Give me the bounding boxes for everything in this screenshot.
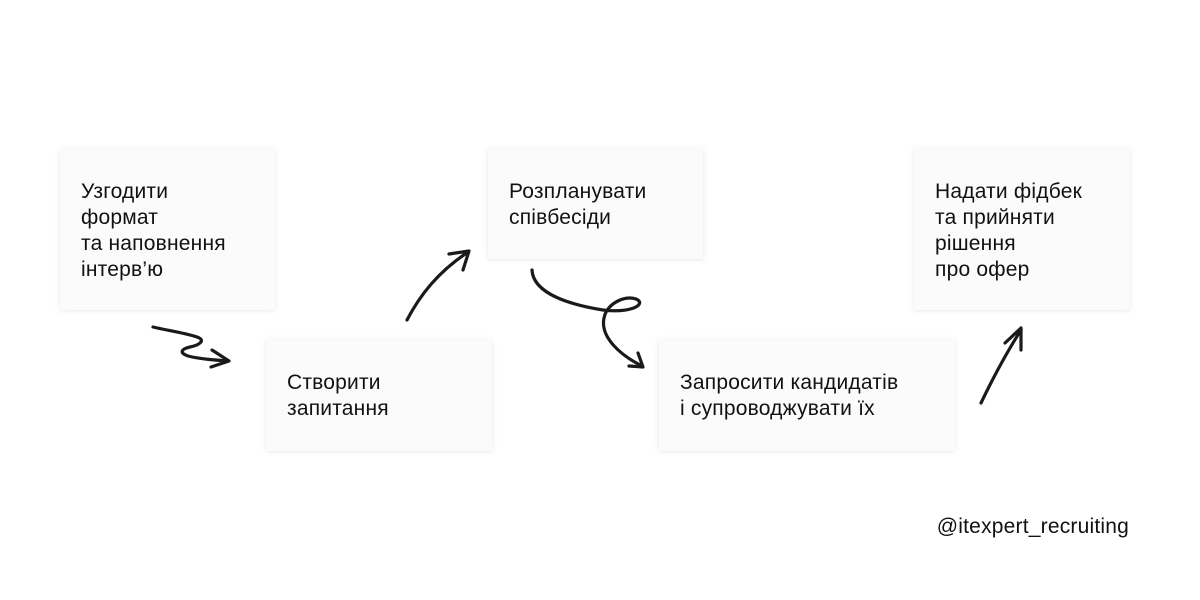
arrow-step4-to-step5 (979, 326, 1023, 405)
step-label: Створити запитання (287, 371, 389, 420)
arrow-step1-to-step2 (151, 325, 231, 369)
social-handle: @itexpert_recruiting (936, 515, 1129, 538)
arrow-step3-to-step4 (530, 268, 645, 369)
step-card-give-feedback: Надати фідбек та прийняти рішення про оф… (914, 149, 1130, 310)
step-label: Надати фідбек та прийняти рішення про оф… (935, 180, 1082, 281)
step-card-create-questions: Створити запитання (266, 340, 492, 451)
step-card-schedule-interviews: Розпланувати співбесіди (488, 149, 703, 259)
step-card-invite-candidates: Запросити кандидатів і супроводжувати їх (659, 340, 955, 451)
step-card-agree-format: Узгодити формат та наповнення інтерв’ю (60, 149, 275, 310)
step-label: Розпланувати співбесіди (509, 180, 647, 229)
step-label: Узгодити формат та наповнення інтерв’ю (81, 180, 226, 281)
step-label: Запросити кандидатів і супроводжувати їх (680, 371, 899, 420)
arrow-step2-to-step3 (405, 249, 471, 322)
